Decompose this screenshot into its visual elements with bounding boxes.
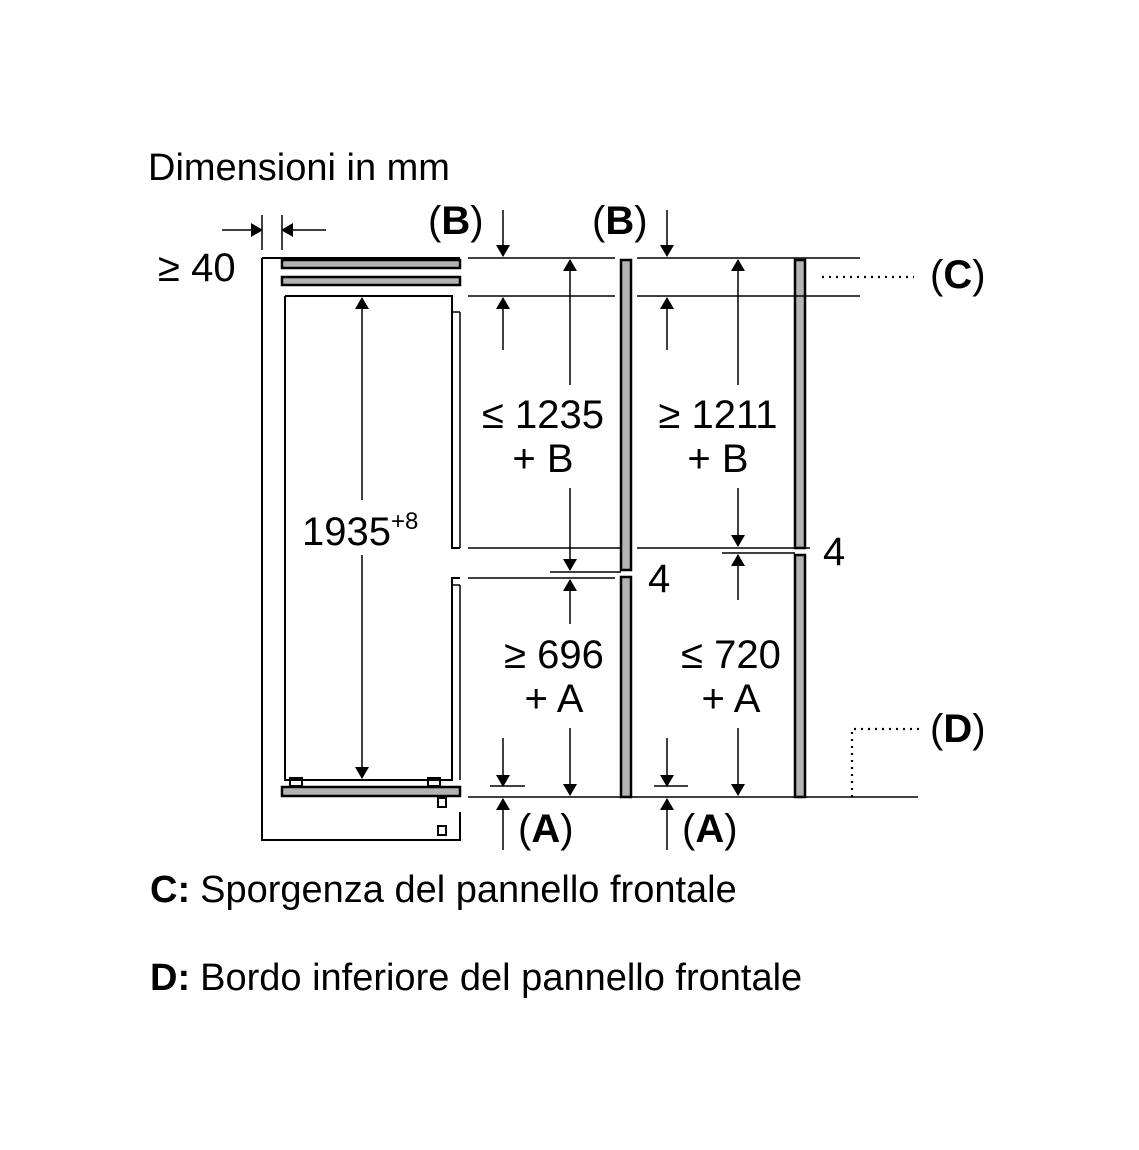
reference-lines	[468, 257, 918, 798]
upper-panel-left	[619, 258, 633, 572]
page-title: Dimensioni in mm	[148, 147, 450, 189]
legend-item-d: D:Bordo inferiore del pannello frontale	[150, 957, 802, 999]
gap-top-label: ≥ 40	[158, 246, 236, 290]
lower-panel-left	[619, 575, 633, 799]
gap-left-label: 4	[648, 557, 670, 601]
a-label-left: (A)	[518, 807, 574, 851]
plinth-mark	[437, 797, 447, 808]
height-main-label: 1935+8	[302, 508, 418, 554]
upper-left-label-1: ≤ 1235	[482, 393, 604, 437]
cabinet-niche	[261, 257, 462, 841]
lower-left-dimension: ≥ 696 + A	[504, 579, 604, 796]
lower-left-label-1: ≥ 696	[504, 633, 604, 677]
b-marker-right: (B)	[592, 199, 674, 350]
c-label: (C)	[930, 253, 986, 297]
legend-item-c: C:Sporgenza del pannello frontale	[150, 869, 737, 911]
a-label-right: (A)	[682, 807, 738, 851]
appliance-foot	[289, 777, 303, 787]
lower-right-label-2: + A	[702, 677, 761, 721]
a-marker-left: (A)	[490, 738, 574, 851]
legend: C:Sporgenza del pannello frontale D:Bord…	[150, 869, 802, 999]
niche-top-shelf-2	[280, 275, 462, 287]
niche-bottom-shelf	[280, 785, 462, 798]
plinth-mark	[437, 825, 447, 836]
gap-right-label: 4	[823, 530, 845, 574]
b-label-right: (B)	[592, 199, 648, 243]
upper-left-label-2: + B	[512, 437, 573, 481]
lower-panel-right	[793, 553, 807, 799]
lower-right-dimension: ≤ 720 + A	[681, 554, 781, 796]
appliance-foot	[427, 777, 441, 787]
niche-top-shelf	[280, 258, 462, 270]
d-label: (D)	[930, 707, 986, 751]
height-main-tolerance: +8	[391, 508, 418, 535]
appliance-body	[284, 295, 460, 781]
appliance-height-dimension: 1935+8	[302, 297, 418, 779]
lower-left-label-2: + A	[525, 677, 584, 721]
upper-panel-right	[793, 258, 807, 550]
b-label-left: (B)	[428, 199, 484, 243]
upper-left-dimension: ≤ 1235 + B	[482, 259, 604, 571]
b-marker-left: (B)	[428, 199, 510, 350]
d-marker: (D)	[850, 707, 986, 797]
upper-right-label-2: + B	[687, 437, 748, 481]
c-marker: (C)	[822, 253, 986, 297]
top-gap-dimension: ≥ 40	[158, 215, 326, 290]
lower-right-label-1: ≤ 720	[681, 633, 781, 677]
a-marker-right: (A)	[654, 738, 738, 851]
upper-right-label-1: ≥ 1211	[658, 393, 777, 437]
upper-right-dimension: ≥ 1211 + B	[658, 259, 778, 547]
height-main-value: 1935	[302, 510, 391, 554]
